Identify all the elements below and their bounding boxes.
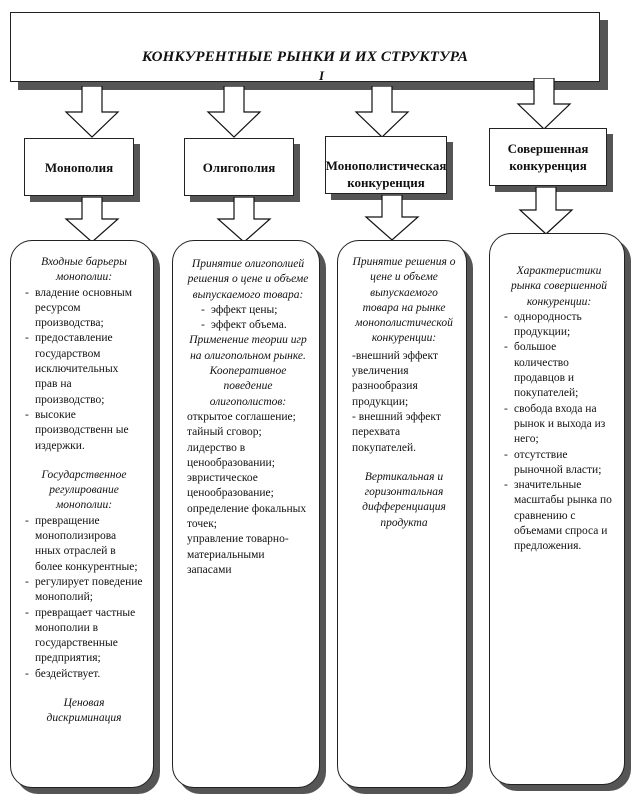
list-item: владение основным ресурсом производства; [25,286,143,332]
list-item: большое количество продавцов и покупател… [504,340,614,401]
arrow-monopolistic-down [364,195,420,241]
monopoly-regulation-heading: Государственное регулирование монополии: [41,468,127,512]
list-item: эффект объема. [201,318,309,334]
oligopoly-game-theory: Применение теории игр на олигопольном ры… [189,334,307,362]
monopoly-regulation-list: превращение монополизирова нных отраслей… [25,514,143,683]
perfect-characteristics-list: однородность продукции; большое количест… [504,310,614,555]
monopoly-price-discrimination: Ценовая дискриминация [46,697,122,725]
list-item: свобода входа на рынок и выхода из него; [504,402,614,448]
list-item: однородность продукции; [504,310,614,341]
list-item: эффект цены; [201,303,309,319]
monopoly-label: Монополия [44,159,114,175]
arrow-title-to-oligopoly [206,86,262,138]
arrow-monopoly-down [64,197,120,243]
list-item: открытое соглашение; [187,410,296,423]
oligopoly-effects-list: эффект цены; эффект объема. [187,303,309,334]
monopoly-box: Монополия [24,138,134,196]
monopolistic-column: Принятие решения о цене и объеме выпуска… [337,240,467,788]
monopolistic-label: Монополистическая конкуренция [325,158,447,190]
list-item: определение фокальных точек; [187,502,307,531]
monopolistic-decision-heading: Принятие решения о цене и объеме выпуска… [352,256,456,345]
arrow-title-to-monopolistic [354,86,410,138]
list-item: предоставление государством исключительн… [25,331,143,407]
perfect-competition-label: Совершенная конкуренция [507,141,589,173]
list-item: бездействует. [25,667,143,683]
diagram-title: КОНКУРЕНТНЫЕ РЫНКИ И ИХ СТРУКТУРА [141,49,469,65]
monopoly-barriers-heading: Входные барьеры монополии: [41,256,127,284]
perfect-competition-column: Характеристики рынка совершенной конкуре… [489,233,625,785]
monopoly-column: Входные барьеры монополии: владение осно… [10,240,154,788]
oligopoly-cooperative-heading: Кооперативное поведение олигополистов: [209,365,287,408]
list-item: тайный сговор; [187,426,262,439]
list-item: - внешний эффект перехвата покупателей. [352,410,441,454]
title-box: КОНКУРЕНТНЫЕ РЫНКИ И ИХ СТРУКТУРА I [10,12,600,83]
perfect-competition-box: Совершенная конкуренция [489,128,607,186]
arrow-perfect-down [518,187,574,235]
arrow-oligopoly-down [216,197,272,243]
monopoly-barriers-list: владение основным ресурсом производства;… [25,286,143,454]
oligopoly-box: Олигополия [184,138,294,196]
oligopoly-decision-heading: Принятие олигополией решения о цене и об… [187,258,309,301]
list-item: превращение монополизирова нных отраслей… [25,514,143,575]
arrow-title-to-monopoly [64,86,120,138]
monopolistic-differentiation: Вертикальная и горизонтальная дифференци… [362,470,446,529]
arrow-title-to-perfect [516,78,572,130]
oligopoly-label: Олигополия [202,159,276,175]
list-item: значительные масштабы рынка по сравнению… [504,478,614,554]
list-item: эвристическое ценообразование; [187,472,274,500]
list-item: отсутствие рыночной власти; [504,448,614,479]
list-item: управление товарно-материальными запасам… [187,533,289,576]
list-item: превращает частные монополии в государст… [25,606,143,667]
perfect-characteristics-heading: Характеристики рынка совершенной конкуре… [510,265,608,308]
oligopoly-column: Принятие олигополией решения о цене и об… [172,240,320,788]
list-item: высокие производственн ые издержки. [25,408,143,454]
list-item: -внешний эффект увеличения разнообразия … [352,349,438,408]
list-item: регулирует поведение монополий; [25,575,143,606]
monopolistic-box: Монополистическая конкуренция [325,136,447,194]
title-mark: I [319,68,325,83]
list-item: лидерство в ценообразовании; [187,441,275,469]
